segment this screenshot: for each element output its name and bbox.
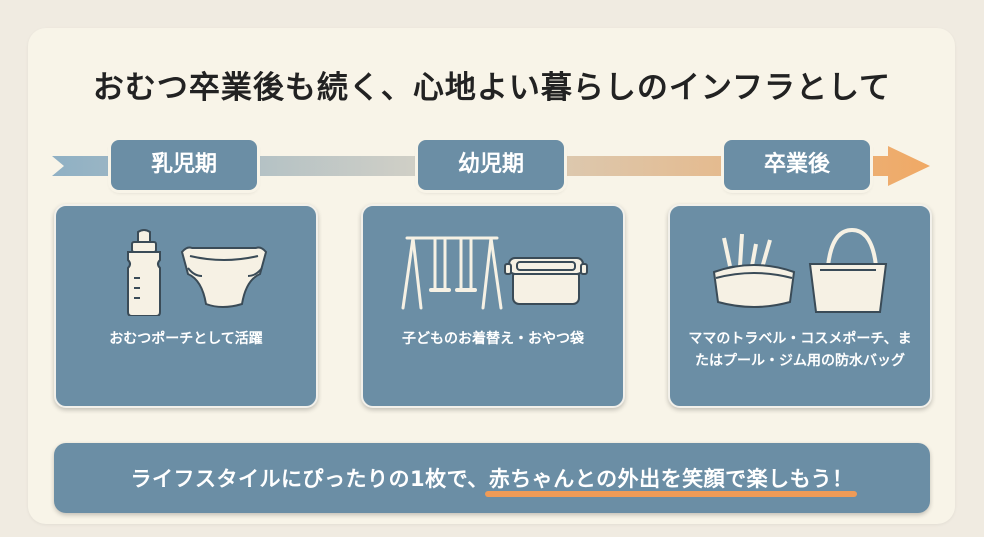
diaper-icon xyxy=(180,246,268,308)
card-infancy-icons xyxy=(56,226,316,317)
page-title: おむつ卒業後も続く、心地よい暮らしのインフラとして xyxy=(92,70,892,106)
card-infancy-description: おむつポーチとして活躍 xyxy=(109,331,263,347)
tote-bag-icon xyxy=(808,227,888,313)
swing-icon xyxy=(401,236,503,310)
cosmetic-pouch-icon xyxy=(712,233,796,308)
bottom-text-highlight: 赤ちゃんとの外出を笑顔で楽しもう！ xyxy=(484,463,858,497)
card-toddler: 子どものお着替え・おやつ袋 xyxy=(361,204,625,408)
card-toddler-description: 子どものお着替え・おやつ袋 xyxy=(402,331,584,347)
card-graduation-icons xyxy=(670,226,930,316)
stage-infancy: 乳児期 xyxy=(111,140,257,190)
bottom-banner: ライフスタイルにぴったりの1枚で、赤ちゃんとの外出を笑顔で楽しもう！ xyxy=(54,443,930,513)
lunch-box-icon xyxy=(504,257,588,305)
bottom-message: ライフスタイルにぴったりの1枚で、赤ちゃんとの外出を笑顔で楽しもう！ xyxy=(54,463,930,497)
stage-graduation: 卒業後 xyxy=(724,140,870,190)
card-graduation-description: ママのトラベル・コスメポーチ、またはプール・ジム用の防水バッグ xyxy=(688,331,912,369)
bottom-text-lead: ライフスタイルにぴったりの1枚で、 xyxy=(130,467,489,491)
stage-toddler: 幼児期 xyxy=(418,140,564,190)
card-infancy: おむつポーチとして活躍 xyxy=(54,204,318,408)
baby-bottle-icon xyxy=(127,229,161,317)
card-graduation: ママのトラベル・コスメポーチ、またはプール・ジム用の防水バッグ xyxy=(668,204,932,408)
card-toddler-icons xyxy=(363,226,623,316)
